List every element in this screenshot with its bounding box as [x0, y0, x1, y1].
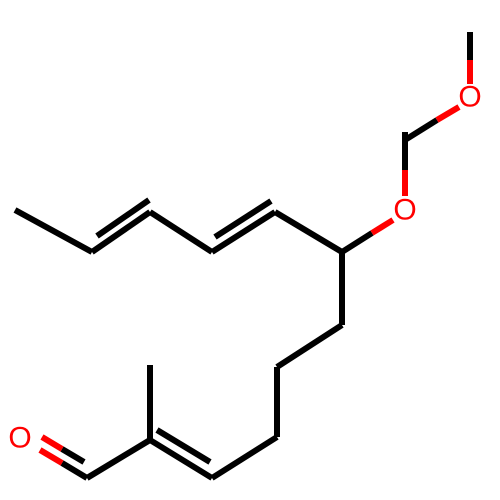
bond-c7-c8	[275, 322, 344, 370]
atom-o-top: O	[458, 81, 481, 114]
bond-c12-o-red	[38, 447, 64, 466]
carbon-skeleton	[13, 132, 408, 481]
atom-o-middle: O	[393, 194, 416, 227]
bond-c4-c5	[210, 209, 277, 255]
bond-c11-c12	[85, 437, 152, 481]
bond-c12-o-second-red	[40, 434, 64, 452]
atom-labels: O O O	[8, 81, 481, 455]
bond-c10-c11	[148, 437, 214, 481]
bond-c4-c5-second	[213, 198, 273, 240]
bond-c2-c3	[90, 209, 152, 255]
bond-c5-c6	[273, 209, 344, 255]
bond-c12-o-second-black	[60, 446, 86, 465]
bond-c6-o-black	[340, 230, 374, 255]
bond-c6-o-red	[370, 217, 395, 236]
oxygen-bonds	[38, 32, 473, 481]
bond-c3-c4	[148, 209, 214, 255]
bond-c1-c2	[13, 207, 94, 255]
bond-c10-c11-second	[155, 427, 212, 465]
bond-c12-o-black	[60, 460, 89, 481]
atom-o-carbonyl: O	[8, 422, 31, 455]
bond-ch2-o-top-black	[403, 117, 439, 143]
bond-c9-c10	[210, 434, 279, 481]
bond-ch2-o-top-red	[435, 104, 461, 123]
bond-c2-c3-second	[95, 197, 151, 239]
